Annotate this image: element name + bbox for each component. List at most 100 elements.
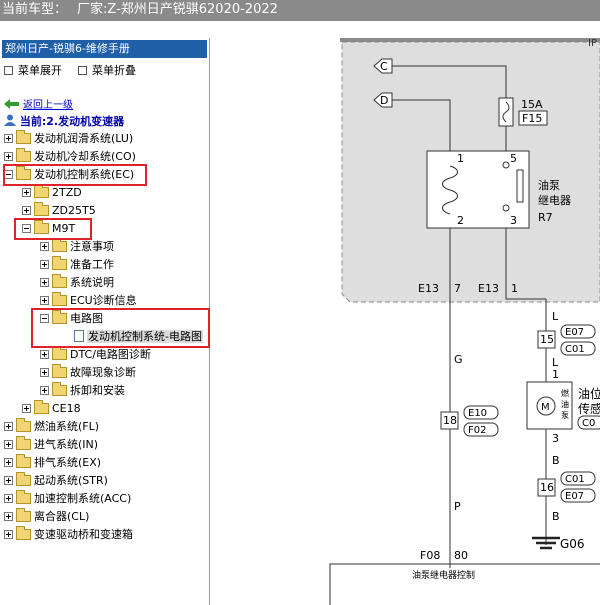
tree-item-ec-wiring-diagram[interactable]: 发动机控制系统-电路图 bbox=[74, 328, 203, 346]
tree-item-acc[interactable]: 加速控制系统(ACC) bbox=[4, 490, 131, 508]
tree-item-ec[interactable]: 发动机控制系统(EC) bbox=[4, 166, 134, 184]
fuse-f15: 15A F15 bbox=[498, 97, 548, 127]
svg-text:15: 15 bbox=[540, 333, 554, 346]
back-link-row[interactable]: 返回上一级 bbox=[4, 96, 73, 111]
folder-icon bbox=[16, 472, 31, 486]
tree-item-ecu-diagnosis[interactable]: ECU诊断信息 bbox=[40, 292, 137, 310]
collapse-menu-button[interactable]: 菜单折叠 bbox=[78, 62, 136, 78]
tree-item-dtc-diagnosis[interactable]: DTC/电路图诊断 bbox=[40, 346, 151, 364]
corner-text: IP bbox=[588, 38, 597, 49]
tree-item-label: 燃油系统(FL) bbox=[34, 420, 100, 433]
expand-icon[interactable] bbox=[22, 404, 31, 413]
expand-icon[interactable] bbox=[40, 296, 49, 305]
folder-icon bbox=[16, 490, 31, 504]
tree-item-label: DTC/电路图诊断 bbox=[70, 348, 151, 361]
expand-icon[interactable] bbox=[4, 494, 13, 503]
folder-icon bbox=[16, 148, 31, 162]
expand-menu-button[interactable]: 菜单展开 bbox=[4, 62, 62, 78]
svg-text:1: 1 bbox=[457, 152, 464, 165]
tree-item-label: 进气系统(IN) bbox=[34, 438, 99, 451]
folder-icon bbox=[16, 130, 31, 144]
tree-item-str[interactable]: 起动系统(STR) bbox=[4, 472, 108, 490]
tree-item-preparation[interactable]: 准备工作 bbox=[40, 256, 114, 274]
current-location: 当前:2.发动机变速器 bbox=[4, 113, 124, 129]
svg-text:E07: E07 bbox=[565, 491, 584, 502]
tree-item-label: 2TZD bbox=[52, 186, 82, 199]
tag-f02: F02 bbox=[463, 422, 499, 437]
expand-icon[interactable] bbox=[22, 188, 31, 197]
tree-item-zd25t5[interactable]: ZD25T5 bbox=[22, 202, 96, 220]
tree-item-cl[interactable]: 离合器(CL) bbox=[4, 508, 89, 526]
folder-icon bbox=[52, 256, 67, 270]
tree-item-transaxle[interactable]: 变速驱动桥和变速箱 bbox=[4, 526, 133, 544]
tree-item-label: M9T bbox=[52, 222, 76, 235]
folder-open-icon bbox=[34, 220, 49, 234]
expand-icon[interactable] bbox=[4, 440, 13, 449]
folder-icon bbox=[52, 274, 67, 288]
tree-item-wiring-diagram[interactable]: 电路图 bbox=[40, 310, 103, 328]
svg-text:18: 18 bbox=[443, 414, 457, 427]
svg-text:E10: E10 bbox=[468, 408, 487, 419]
tree-item-ce18[interactable]: CE18 bbox=[22, 400, 81, 418]
vehicle-label: 当前车型： bbox=[2, 2, 68, 17]
svg-text:F15: F15 bbox=[522, 112, 542, 125]
expand-icon[interactable] bbox=[4, 152, 13, 161]
tree-item-label: 电路图 bbox=[70, 312, 103, 325]
expand-icon[interactable] bbox=[40, 260, 49, 269]
svg-text:E07: E07 bbox=[565, 327, 584, 338]
svg-text:L: L bbox=[552, 310, 559, 323]
expand-icon[interactable] bbox=[4, 422, 13, 431]
highlight-box bbox=[3, 164, 147, 186]
folder-icon bbox=[16, 508, 31, 522]
expand-icon[interactable] bbox=[4, 134, 13, 143]
expand-icon[interactable] bbox=[40, 278, 49, 287]
tree-item-label: 发动机控制系统(EC) bbox=[34, 168, 135, 181]
tree-item-fl[interactable]: 燃油系统(FL) bbox=[4, 418, 99, 436]
svg-text:C01: C01 bbox=[565, 344, 585, 355]
svg-text:C0: C0 bbox=[582, 418, 595, 429]
expand-icon[interactable] bbox=[4, 512, 13, 521]
tree-item-system-description[interactable]: 系统说明 bbox=[40, 274, 114, 292]
tree-item-removal-installation[interactable]: 拆卸和安装 bbox=[40, 382, 125, 400]
svg-text:L: L bbox=[552, 356, 559, 369]
expand-icon[interactable] bbox=[4, 476, 13, 485]
collapse-icon[interactable] bbox=[40, 314, 49, 323]
collapse-icon[interactable] bbox=[22, 224, 31, 233]
tree-item-co[interactable]: 发动机冷却系统(CO) bbox=[4, 148, 136, 166]
svg-text:F08: F08 bbox=[420, 549, 440, 562]
expand-menu-label: 菜单展开 bbox=[18, 64, 62, 77]
expand-icon[interactable] bbox=[4, 458, 13, 467]
tree-item-label: 发动机控制系统-电路图 bbox=[87, 330, 203, 343]
tree-item-label: 发动机冷却系统(CO) bbox=[34, 150, 136, 163]
wiring-diagram-canvas: IP C D 15A F15 1 2 3 5 油泵 继电器 bbox=[329, 38, 600, 605]
fuel-level-sensor: M 燃 油 泵 油位 传感 C0 bbox=[526, 381, 600, 430]
junction-16: 16 bbox=[537, 478, 556, 497]
svg-text:E13: E13 bbox=[478, 282, 499, 295]
tree-item-in[interactable]: 进气系统(IN) bbox=[4, 436, 98, 454]
expand-icon[interactable] bbox=[22, 206, 31, 215]
tree-item-ex[interactable]: 排气系统(EX) bbox=[4, 454, 101, 472]
svg-text:C: C bbox=[380, 60, 388, 73]
tree-item-precautions[interactable]: 注意事项 bbox=[40, 238, 114, 256]
back-link[interactable]: 返回上一级 bbox=[23, 100, 73, 111]
svg-text:G06: G06 bbox=[560, 537, 585, 551]
svg-text:油: 油 bbox=[561, 399, 569, 409]
vehicle-name: 厂家:Z-郑州日产锐骐62020-2022 bbox=[77, 2, 278, 17]
folder-open-icon bbox=[52, 310, 67, 324]
tree-item-2tzd[interactable]: 2TZD bbox=[22, 184, 82, 202]
svg-text:1: 1 bbox=[511, 282, 518, 295]
manual-title: 郑州日产-锐骐6-维修手册 bbox=[2, 40, 207, 58]
tree-item-symptom-diagnosis[interactable]: 故障现象诊断 bbox=[40, 364, 136, 382]
ground-g06: G06 bbox=[532, 536, 585, 551]
tree-item-lu[interactable]: 发动机润滑系统(LU) bbox=[4, 130, 133, 148]
svg-text:F02: F02 bbox=[468, 425, 486, 436]
svg-text:15A: 15A bbox=[521, 98, 543, 111]
tree-item-m9t[interactable]: M9T bbox=[22, 220, 75, 238]
expand-icon[interactable] bbox=[40, 386, 49, 395]
expand-icon[interactable] bbox=[40, 350, 49, 359]
expand-icon[interactable] bbox=[4, 530, 13, 539]
expand-icon[interactable] bbox=[40, 242, 49, 251]
expand-icon[interactable] bbox=[40, 368, 49, 377]
folder-icon bbox=[52, 382, 67, 396]
junction-18: 18 bbox=[440, 411, 459, 430]
